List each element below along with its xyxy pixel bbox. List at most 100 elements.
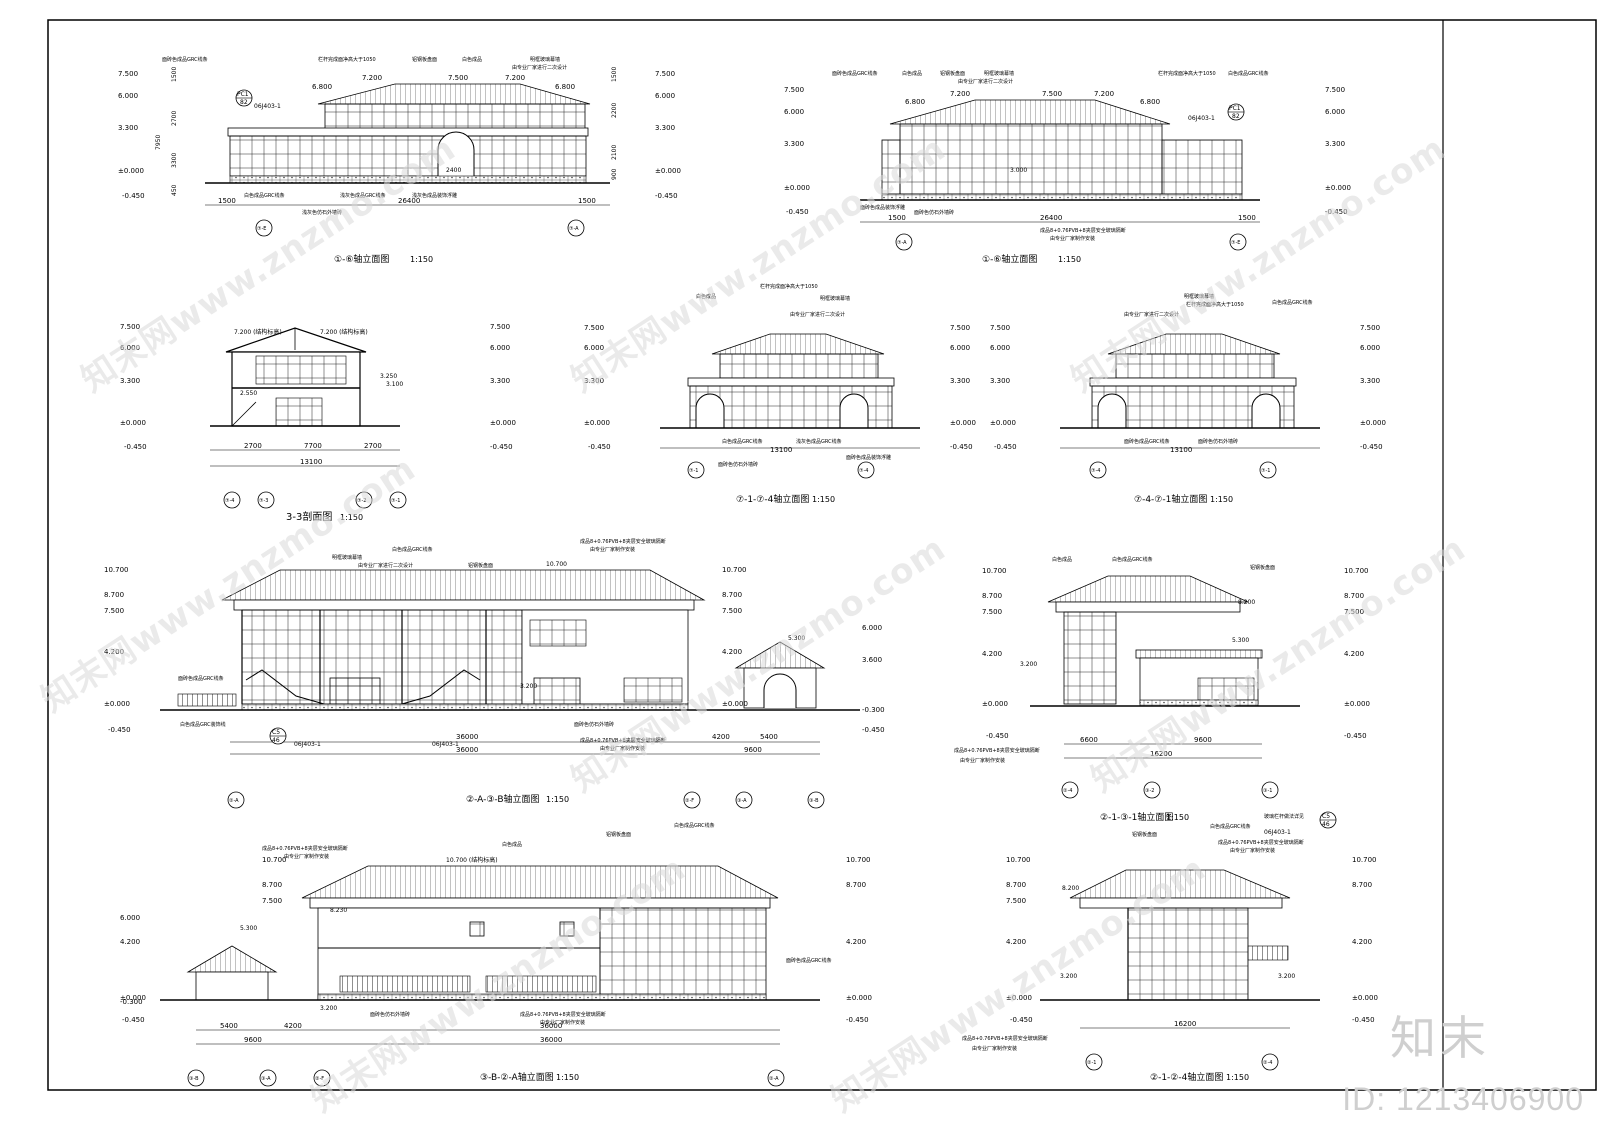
e5-title: ②-A-③-B轴立面图 — [466, 793, 540, 805]
e3-elev-r3: 3.300 — [950, 377, 970, 385]
e7-elev-4: 6.000 — [120, 914, 140, 922]
e2-elev-r3: 3.300 — [1325, 140, 1345, 148]
s33-inner-3: 2.550 — [240, 390, 257, 397]
e7-elev-r5: -0.450 — [846, 1016, 869, 1024]
e6-axis-3: ③-1 — [1263, 788, 1272, 794]
e1-tag-sheet: 82 — [240, 99, 248, 106]
e5-axis-4: ③-B — [809, 798, 819, 804]
e7-note-2: 由专业厂家制作安装 — [284, 853, 329, 860]
s33-elev-3: 3.300 — [120, 377, 140, 385]
e4-scale: 1:150 — [1210, 495, 1233, 504]
e6-elev-2: 8.700 — [982, 592, 1002, 600]
e5-elev-r2: 8.700 — [722, 591, 742, 599]
s33-elev-r1: 7.500 — [490, 323, 510, 331]
e5-inner-2: 5.300 — [788, 635, 805, 642]
e5-note-9: 面砖色仿石外墙砖 — [574, 721, 614, 728]
e5-dim-b: 5400 — [760, 733, 778, 741]
elevation-e7: 5400 4200 9600 36000 36000 10.700 8.700 … — [120, 822, 872, 1087]
e5-elev-4: 4.200 — [104, 648, 124, 656]
e5-note-6: 由专业厂家制作安装 — [590, 546, 635, 553]
e3-axis-left: ⑦-1 — [689, 468, 698, 474]
e8-elev-r3: 4.200 — [1352, 938, 1372, 946]
svg-text:2100: 2100 — [611, 145, 618, 160]
e1-elev-label-2: 7.200 — [362, 74, 382, 82]
e5-ref-2: 06J403-1 — [432, 741, 459, 748]
e1-vertical-dims: 1500 2700 3300 7950 450 1500 2200 2100 9… — [155, 67, 618, 196]
e3-elev-3: 3.300 — [584, 377, 604, 385]
e7-dim-total2: 36000 — [540, 1036, 562, 1044]
e5-elev-r5: 4.200 — [722, 648, 742, 656]
e2-elev-r5: -0.450 — [1325, 208, 1348, 216]
e2-elev-label-5: 6.800 — [1140, 98, 1160, 106]
e4-axis-right: ⑦-1 — [1261, 468, 1270, 474]
e4-note-6: 面砖色仿石外墙砖 — [1198, 438, 1238, 445]
e7-inner-1: 10.700 (结构标高) — [446, 856, 498, 864]
e6-elev-1: 10.700 — [982, 567, 1007, 575]
e7-note-8: 成品8+0.76PVB+8夹层安全玻璃隔断 — [520, 1011, 606, 1018]
e2-elev-1: 7.500 — [784, 86, 804, 94]
e5-axis-3: ③-A — [737, 798, 747, 804]
e7-inner-3: 5.300 — [240, 925, 257, 932]
e2-elev-label-4: 7.200 — [1094, 90, 1114, 98]
e5-elev-r4: 6.000 — [862, 624, 882, 632]
e3-elev-1: 7.500 — [584, 324, 604, 332]
e7-note-6: 面砖色成品GRC线条 — [786, 957, 832, 964]
e7-elev-r4: ±0.000 — [846, 994, 872, 1002]
e3-scale: 1:150 — [812, 495, 835, 504]
e4-total: 13100 — [1170, 446, 1192, 454]
svg-text:7950: 7950 — [155, 135, 162, 150]
e5-inner-3: 3.200 — [520, 683, 537, 690]
e2-dim-side2: 1500 — [1238, 214, 1256, 222]
e7-dim-total: 36000 — [540, 1022, 562, 1030]
e2-elev-r2: 6.000 — [1325, 108, 1345, 116]
e2-note-11: 由专业厂家制作安装 — [1050, 235, 1095, 242]
e6-note-1: 白色成品 — [1052, 556, 1072, 563]
e7-axis-2: ③-A — [261, 1076, 271, 1082]
e5-dim-total2: 36000 — [456, 746, 478, 754]
e3-elev-r5: -0.450 — [950, 443, 973, 451]
e4-note-1: 明框玻璃幕墙 — [1184, 293, 1214, 300]
e6-inner-1: 8.200 — [1238, 599, 1255, 606]
e5-note-2: 由专业厂家进行二次设计 — [358, 562, 413, 569]
e6-elev-5: ±0.000 — [982, 700, 1008, 708]
e1-note-5: 明框玻璃幕墙 — [530, 56, 560, 63]
e4-elev-r2: 6.000 — [1360, 344, 1380, 352]
e2-elev-3: 3.300 — [784, 140, 804, 148]
e5-elev-r6: 3.600 — [862, 656, 882, 664]
e8-inner-3: 3.200 — [1278, 973, 1295, 980]
e3-elev-4: ±0.000 — [584, 419, 610, 427]
e7-elev-2: 8.700 — [262, 881, 282, 889]
e4-elev-r1: 7.500 — [1360, 324, 1380, 332]
e6-note-5: 由专业厂家制作安装 — [960, 757, 1005, 764]
e1-title: ①-⑥轴立面图 — [334, 253, 389, 265]
e6-elev-4: 4.200 — [982, 650, 1002, 658]
e5-scale: 1:150 — [546, 795, 569, 804]
s33-elev-1: 7.500 — [120, 323, 140, 331]
e6-elev-r6: -0.450 — [1344, 732, 1367, 740]
e5-dim-c: 9600 — [744, 746, 762, 754]
e1-elev-1: 7.500 — [118, 70, 138, 78]
e8-tag-id: C5 — [1322, 813, 1330, 820]
e1-elev-r5: -0.450 — [655, 192, 678, 200]
e4-axis-left: ⑦-4 — [1091, 468, 1100, 474]
e6-elev-r2: 8.700 — [1344, 592, 1364, 600]
e8-note-2: 成品8+0.76PVB+8夹层安全玻璃隔断 — [1218, 839, 1304, 846]
e5-dim-total: 36000 — [456, 733, 478, 741]
e1-dim-side: 1500 — [218, 197, 236, 205]
e7-note-4: 铝钢板盘面 — [606, 831, 631, 838]
e4-note-4: 白色成品GRC线条 — [1272, 299, 1313, 306]
e1-elev-label-4: 7.200 — [505, 74, 525, 82]
s33-elev-r2: 6.000 — [490, 344, 510, 352]
e3-note-3: 明框玻璃幕墙 — [820, 295, 850, 302]
watermark-logo: 知末 — [1390, 1011, 1490, 1065]
e2-scale: 1:150 — [1058, 255, 1081, 264]
e8-inner-1: 8.200 — [1062, 885, 1079, 892]
elevation-e5: 36000 36000 4200 5400 9600 10.700 8.700 … — [104, 538, 885, 809]
e5-elev-2: 8.700 — [104, 591, 124, 599]
e1-cornice — [227, 127, 589, 137]
e2-elev-2: 6.000 — [784, 108, 804, 116]
elevation-e3: 13100 7.500 6.000 3.300 ±0.000 -0.450 7.… — [584, 283, 976, 505]
e1-axis-left: ⑦-E — [257, 226, 266, 232]
e1-note-9: 浅灰色成品装饰浮雕 — [412, 192, 457, 199]
e8-inner-2: 3.200 — [1060, 973, 1077, 980]
